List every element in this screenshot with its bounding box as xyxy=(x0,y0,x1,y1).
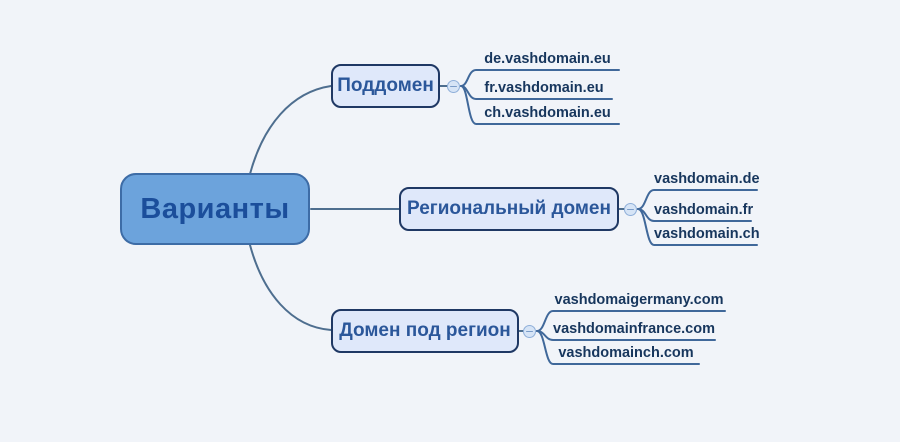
subtopic-label[interactable]: de.vashdomain.eu xyxy=(484,51,611,67)
minus-icon xyxy=(627,208,634,211)
connector-regional-child-3 xyxy=(637,208,758,246)
subtopic-label[interactable]: vashdomainch.com xyxy=(558,345,694,361)
topic-subdomain-label: Поддомен xyxy=(337,75,434,96)
topic-domain-per-region-label: Домен под регион xyxy=(339,320,511,341)
topic-regional-domain-label: Региональный домен xyxy=(407,198,611,219)
connector-region-child-1 xyxy=(536,310,726,332)
root-topic-label: Варианты xyxy=(140,192,290,225)
subtopic-label[interactable]: vashdomain.ch xyxy=(654,226,760,242)
collapse-button-regional-domain[interactable] xyxy=(624,203,637,216)
subtopic-label[interactable]: vashdomaigermany.com xyxy=(554,292,724,308)
collapse-button-subdomain[interactable] xyxy=(447,80,460,93)
subtopic-label[interactable]: ch.vashdomain.eu xyxy=(484,105,611,121)
topic-regional-domain[interactable]: Региональный домен xyxy=(399,187,619,231)
minus-icon xyxy=(526,330,533,333)
subtopic-label[interactable]: vashdomain.fr xyxy=(654,202,754,218)
topic-subdomain[interactable]: Поддомен xyxy=(331,64,440,108)
subtopic-label[interactable]: vashdomain.de xyxy=(654,171,760,187)
connector-region-child-3 xyxy=(536,330,700,365)
topic-domain-per-region[interactable]: Домен под регион xyxy=(331,309,519,353)
root-topic[interactable]: Варианты xyxy=(120,173,310,245)
minus-icon xyxy=(450,85,457,88)
subtopic-label[interactable]: fr.vashdomain.eu xyxy=(484,80,604,96)
edge-root-to-domain-per-region xyxy=(249,244,332,331)
subtopic-label[interactable]: vashdomainfrance.com xyxy=(553,321,715,337)
collapse-button-domain-per-region[interactable] xyxy=(523,325,536,338)
connector-subdomain-child-3 xyxy=(460,85,620,125)
connector-regional-child-1 xyxy=(637,189,758,210)
edge-root-to-subdomain xyxy=(249,85,332,175)
